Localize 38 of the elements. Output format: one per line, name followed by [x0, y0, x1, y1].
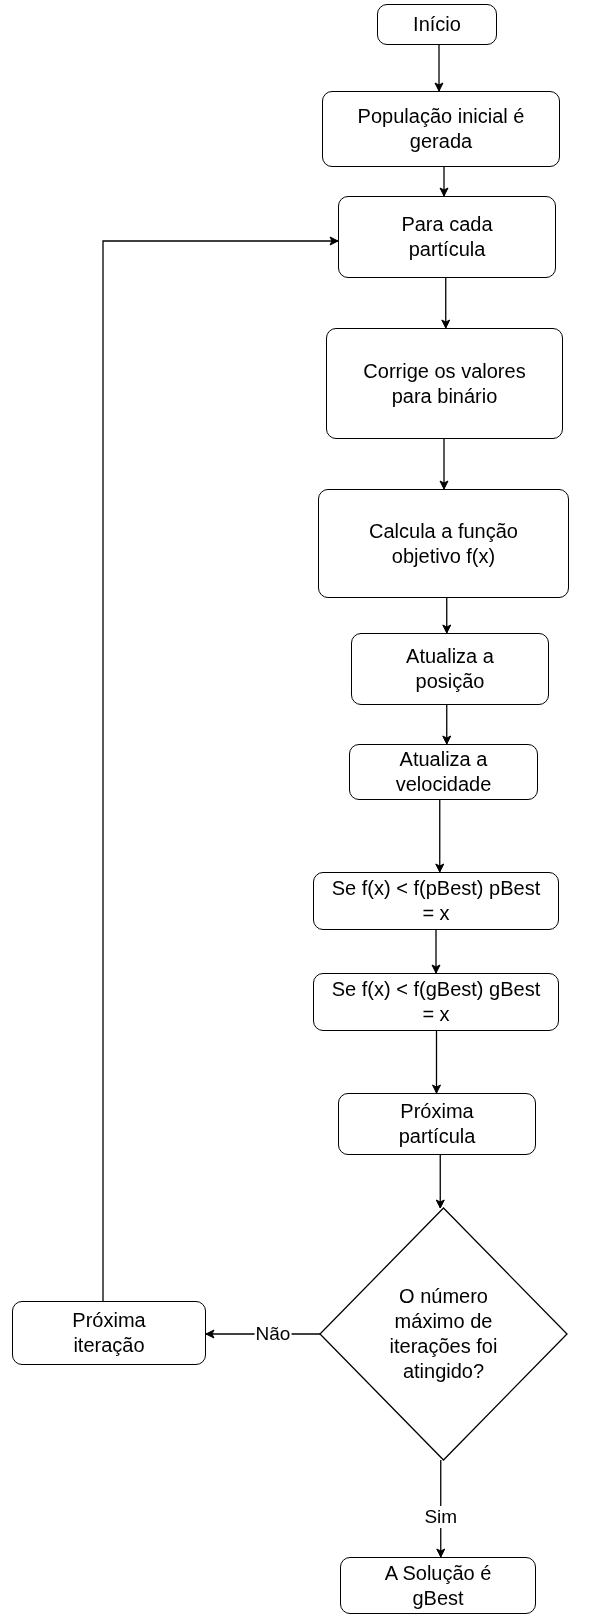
node-text: O número máximo de iterações foi atingido? [388, 1284, 499, 1384]
process-box [377, 4, 497, 45]
node-text: População inicial é gerada [356, 104, 526, 154]
arrow [442, 597, 452, 634]
process-box [351, 633, 549, 705]
edge-label: Sim [423, 1505, 459, 1528]
decision-diamond [320, 1208, 567, 1460]
process-box [338, 196, 556, 278]
node-text: Corrige os valores para binário [362, 358, 527, 409]
process-box [326, 328, 563, 439]
arrow [431, 929, 441, 974]
process-box [340, 1557, 536, 1614]
node-text: Atualiza a posição [405, 644, 495, 694]
node-text: Para cada partícula [400, 212, 494, 262]
process-box [313, 973, 559, 1031]
process-box [338, 1093, 536, 1155]
arrow [442, 704, 452, 745]
process-box [318, 489, 569, 598]
arrow [439, 438, 449, 490]
arrow [432, 1030, 441, 1094]
node-text: Próxima partícula [397, 1099, 477, 1149]
arrow [441, 277, 451, 329]
arrow [102, 236, 339, 1302]
node-text: A Solução é gBest [383, 1560, 493, 1611]
node-text: Atualiza a velocidade [394, 747, 493, 797]
arrow [435, 799, 445, 873]
node-text: Calcula a função objetivo f(x) [368, 518, 519, 569]
process-box [12, 1301, 206, 1365]
arrow [439, 166, 449, 197]
node-text: Se f(x) < f(gBest) gBest = x [330, 977, 542, 1027]
process-box [313, 872, 559, 930]
arrow [434, 44, 444, 92]
node-text: Próxima iteração [71, 1308, 147, 1358]
process-box [349, 744, 538, 800]
process-box [322, 91, 560, 167]
node-text: Se f(x) < f(pBest) pBest = x [330, 876, 542, 926]
arrow [435, 1154, 445, 1209]
node-text: Início [413, 12, 461, 37]
